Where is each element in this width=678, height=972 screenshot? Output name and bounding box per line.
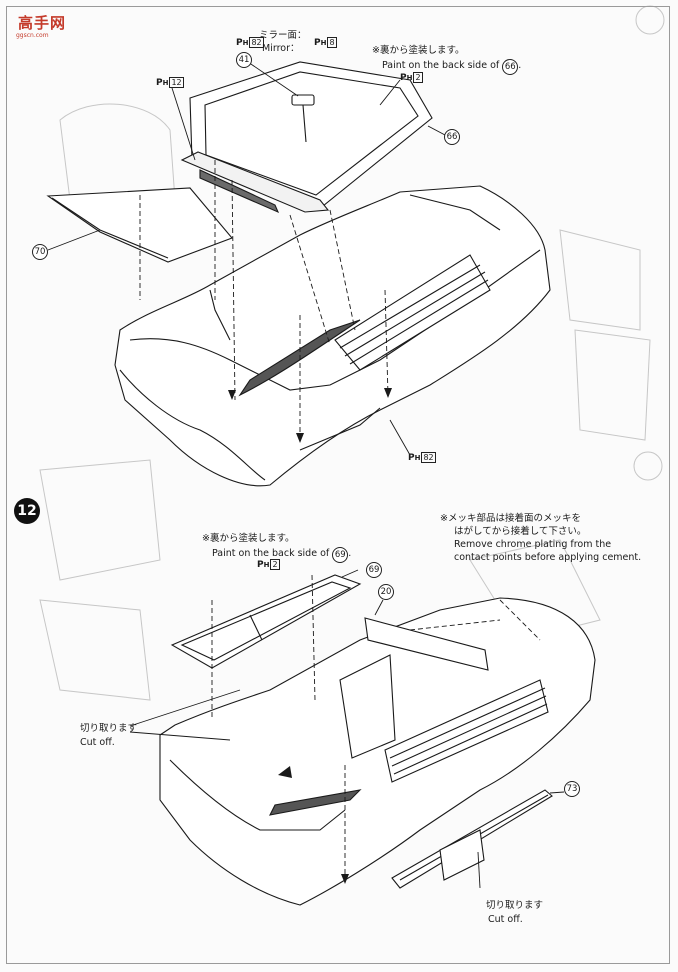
bottom-note-en-text: Paint on the back side of [212, 548, 330, 559]
rear-view-mirror [291, 94, 315, 106]
part-66-label: 66 [444, 129, 460, 145]
chrome-note-jp-2: はがしてから接着して下さい。 [454, 526, 587, 537]
cut-off-right-en: Cut off. [488, 914, 523, 925]
bottom-note-part: 69 [332, 547, 349, 563]
top-note-jp: ※裏から塗装します。 [372, 45, 465, 56]
top-assembly [46, 61, 551, 487]
mirror-en: Mirror： [262, 43, 300, 54]
chrome-note-jp-1: ※メッキ部品は接着面のメッキを [440, 513, 581, 524]
step-number-badge: 12 [14, 498, 40, 524]
parcel-shelf-panel [46, 187, 233, 263]
top-note-part: 66 [502, 59, 519, 75]
reinforcement-bar [364, 617, 489, 671]
bottom-assembly [159, 574, 596, 906]
part-20-label: 20 [378, 584, 394, 600]
part-41-label: 41 [236, 52, 252, 68]
logo-text: 高手网 [18, 14, 67, 32]
mirror-face-jp: ミラー面： [259, 30, 307, 41]
cut-off-left-en: Cut off. [80, 737, 115, 748]
chrome-note-en-1: Remove chrome plating from the [454, 539, 612, 550]
part-70-label: 70 [32, 244, 48, 260]
cut-off-right-jp: 切り取ります [486, 900, 544, 911]
arrows [228, 388, 392, 884]
top-note-en: Paint on the back side of 66. [382, 58, 521, 75]
part-69-label: 69 [366, 562, 382, 578]
bottom-note-jp: ※裏から塗装します。 [202, 533, 295, 544]
bottom-guide-lines [211, 574, 541, 880]
bottom-note-en: Paint on the back side of 69. [212, 546, 351, 563]
page-frame [6, 6, 670, 964]
top-leader-lines [47, 59, 446, 456]
site-logo: 高手网 ggscn.com [8, 6, 68, 39]
top-guide-lines [139, 160, 389, 440]
rear-window-glass-2 [170, 574, 362, 669]
car-body-bottom [159, 597, 596, 906]
chrome-note-en-2: contact points before applying cement. [454, 552, 642, 563]
part-73-label: 73 [564, 781, 580, 797]
bottom-leader-lines [129, 569, 565, 889]
cut-off-left-jp: 切り取ります [80, 723, 138, 734]
logo-url: ggscn.com [16, 32, 49, 39]
top-note-en-text: Paint on the back side of [382, 60, 500, 71]
